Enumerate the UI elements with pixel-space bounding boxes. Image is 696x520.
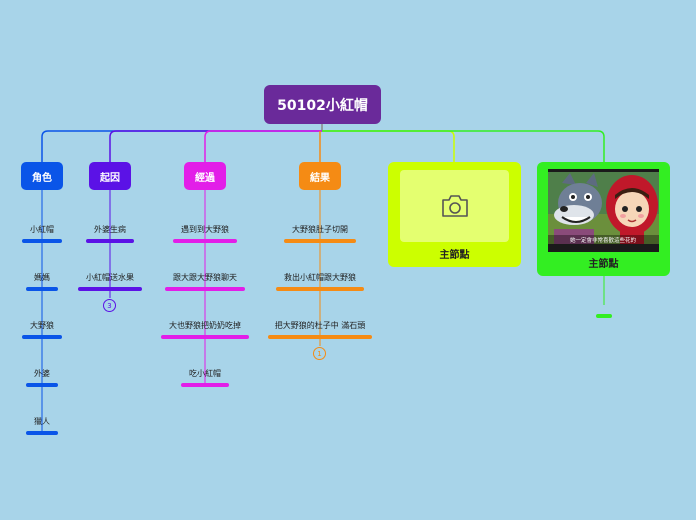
topic-label: 救出小紅帽跟大野狼 xyxy=(284,273,356,282)
topic-label: 小紅帽送水果 xyxy=(86,273,134,282)
topic-underline xyxy=(26,431,58,435)
main-node-label: 主節點 xyxy=(439,250,470,261)
branch-node-cause[interactable]: 起因 xyxy=(89,162,131,190)
topic-underline xyxy=(173,239,237,243)
topic-label: 大野狼 xyxy=(30,321,54,330)
topic-underline xyxy=(165,287,245,291)
topic-underline xyxy=(276,287,364,291)
main-node-card-with-image[interactable]: 她一定會非常喜歡這些花的 主節點 xyxy=(537,162,670,276)
topic-label: 把大野狼的杜子中 滿石頭 xyxy=(274,321,366,330)
image-placeholder[interactable] xyxy=(400,170,509,242)
topic-label: 小紅帽 xyxy=(30,225,54,234)
root-node[interactable]: 50102小紅帽 xyxy=(264,85,381,124)
topic-label: 外婆 xyxy=(34,369,50,378)
collapsed-count-badge[interactable]: 1 xyxy=(313,347,326,360)
branch-node-roles[interactable]: 角色 xyxy=(21,162,63,190)
topic-underline xyxy=(181,383,229,387)
topic-underline xyxy=(22,239,62,243)
topic-label: 外婆生病 xyxy=(94,225,126,234)
branch-node-process[interactable]: 經過 xyxy=(184,162,226,190)
topic-underline xyxy=(284,239,356,243)
topic-label: 大野狼肚子切開 xyxy=(292,225,348,234)
branch-node-result[interactable]: 結果 xyxy=(299,162,341,190)
topic-underline xyxy=(26,287,58,291)
topic-underline xyxy=(26,383,58,387)
topic-underline xyxy=(268,335,372,339)
main-node-card-image-placeholder[interactable]: 主節點 xyxy=(388,162,521,267)
main-node-label: 主節點 xyxy=(588,259,619,270)
wolf-and-red-riding-hood-image: 她一定會非常喜歡這些花的 xyxy=(548,169,659,252)
topic-underline xyxy=(78,287,142,291)
collapsed-count-badge[interactable]: 3 xyxy=(103,299,116,312)
topic-label: 大也野狼把奶奶吃掉 xyxy=(169,321,241,330)
image-subtitle: 她一定會非常喜歡這些花的 xyxy=(570,236,637,244)
topic-label: 吃小紅帽 xyxy=(189,369,221,378)
topic-underline xyxy=(22,335,62,339)
topic-label: 遇到到大野狼 xyxy=(181,225,229,234)
topic-label: 媽媽 xyxy=(34,273,50,282)
topic-underline xyxy=(86,239,134,243)
topic-label: 跟大跟大野狼聊天 xyxy=(173,273,237,282)
collapsed-child-stub[interactable] xyxy=(596,314,612,318)
topic-underline xyxy=(161,335,249,339)
topic-label: 獵人 xyxy=(34,417,50,426)
camera-icon xyxy=(442,195,468,217)
